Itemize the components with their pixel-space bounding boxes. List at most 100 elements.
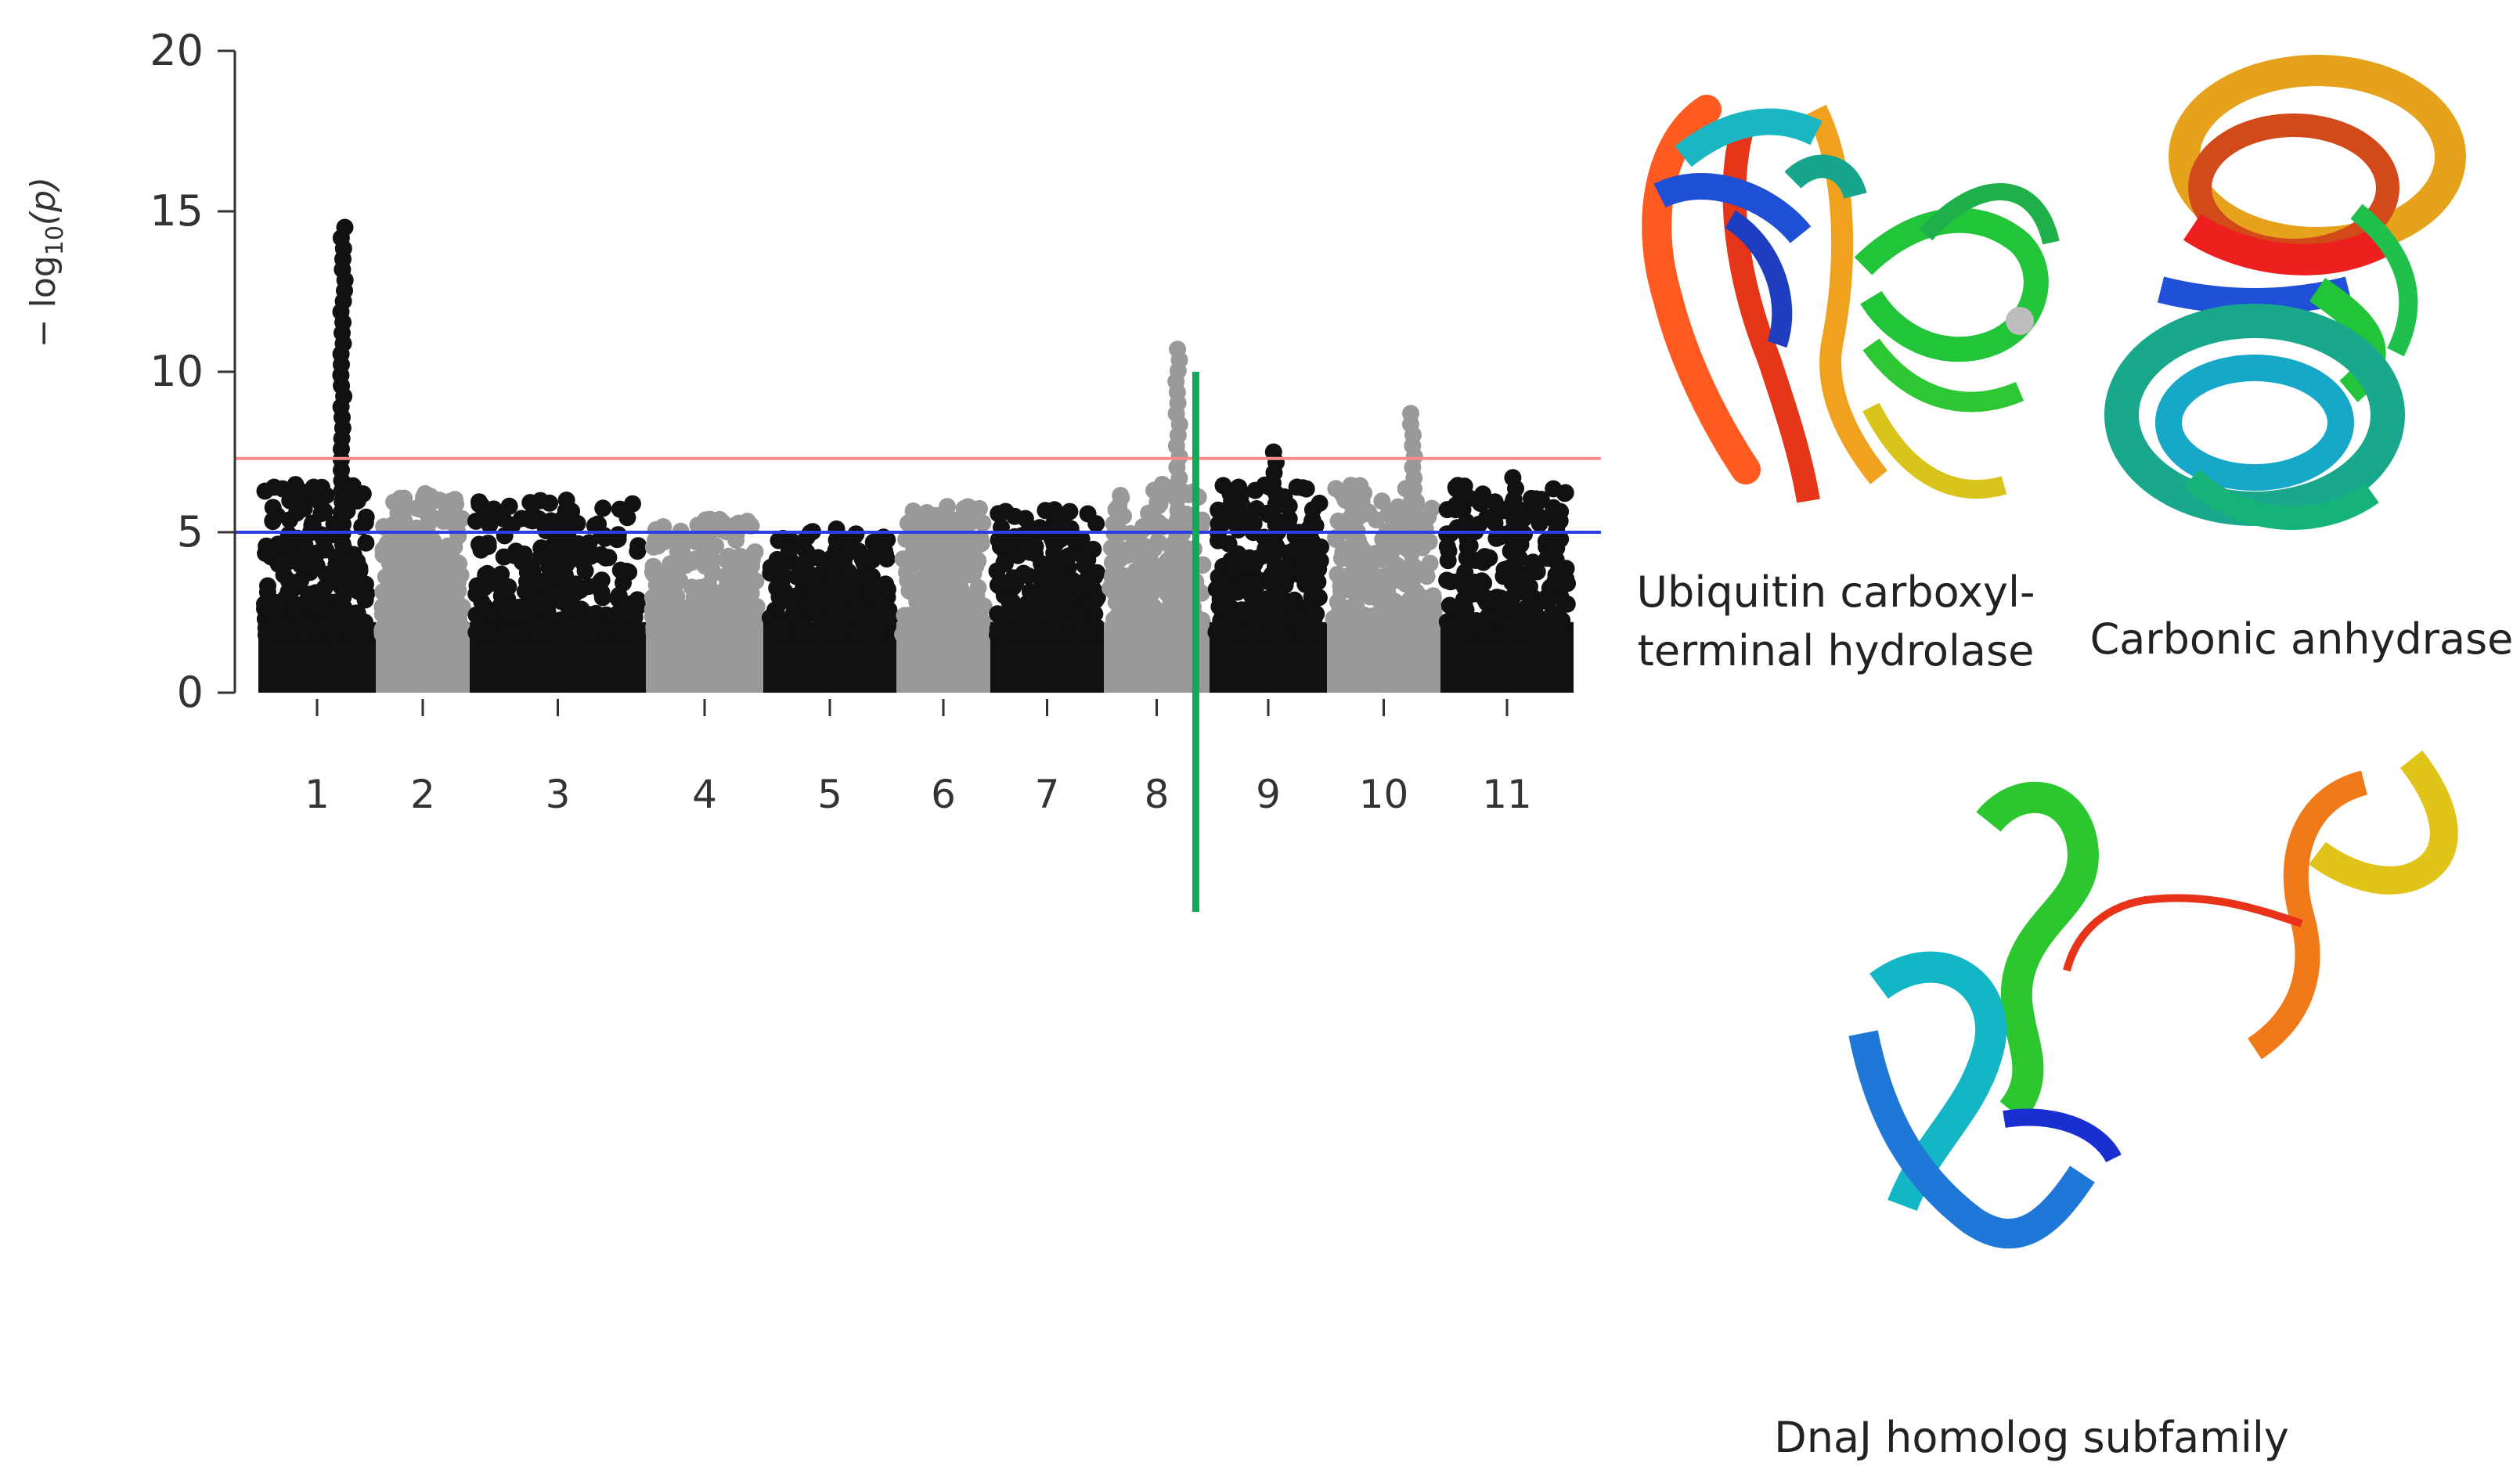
snp-point <box>1295 626 1313 644</box>
snp-point <box>591 574 609 591</box>
snp-point <box>1360 503 1378 521</box>
snp-point <box>1014 603 1032 621</box>
snp-point <box>1415 609 1433 627</box>
snp-point <box>467 512 485 530</box>
snp-point <box>1548 521 1566 539</box>
snp-point <box>1221 484 1239 502</box>
snp-point <box>1109 607 1127 625</box>
snp-point <box>1300 546 1318 564</box>
ubiquitin-hydrolase-caption-line2: terminal hydrolase <box>1638 626 2035 675</box>
snp-point <box>315 578 334 596</box>
snp-point <box>899 514 917 532</box>
snp-point <box>1327 480 1345 498</box>
snp-point-peak <box>1402 405 1419 423</box>
snp-point <box>1305 610 1323 628</box>
snp-point <box>1351 477 1369 495</box>
snp-point <box>1448 599 1466 617</box>
chromosome-label-10: 10 <box>1359 772 1409 817</box>
snp-point <box>283 596 300 614</box>
snp-point <box>1217 581 1235 599</box>
snp-point <box>1058 625 1076 643</box>
snp-point <box>995 553 1013 571</box>
snp-point <box>849 624 867 641</box>
snp-point <box>914 570 932 588</box>
snp-point <box>449 568 467 586</box>
snp-point <box>1438 571 1456 589</box>
y-tick-label-10: 10 <box>150 347 204 396</box>
snp-point <box>624 495 641 513</box>
snp-point <box>1153 475 1171 493</box>
snp-point <box>864 567 881 585</box>
snp-point <box>617 596 635 614</box>
snp-point <box>1004 576 1022 594</box>
snp-point <box>923 622 941 640</box>
snp-point <box>990 621 1008 639</box>
y-axis-label-prefix: − log <box>23 255 63 348</box>
chromosome-label-3: 3 <box>546 772 571 817</box>
snp-point <box>742 619 760 637</box>
snp-point <box>1559 575 1576 593</box>
snp-point <box>535 574 553 592</box>
snp-point <box>1372 550 1390 568</box>
snp-point <box>912 607 930 625</box>
snp-point <box>662 605 680 623</box>
snp-point <box>1214 557 1232 575</box>
snp-point <box>1340 603 1358 621</box>
snp-point <box>1134 520 1152 538</box>
snp-point <box>728 615 746 633</box>
snp-point <box>719 547 737 565</box>
snp-point <box>1334 543 1352 561</box>
snp-points <box>256 218 1576 693</box>
snp-point <box>1105 515 1123 533</box>
snp-point <box>1547 553 1565 571</box>
snp-point <box>922 520 940 538</box>
snp-point <box>615 624 633 642</box>
snp-point <box>1126 618 1143 636</box>
snp-point-peak <box>1169 340 1187 358</box>
snp-point <box>1248 500 1266 517</box>
snp-point <box>1421 554 1439 572</box>
snp-point <box>302 585 320 603</box>
snp-point-peak <box>939 498 956 516</box>
snp-point <box>908 624 925 642</box>
snp-point <box>1531 509 1549 527</box>
snp-point <box>1112 487 1130 504</box>
snp-point <box>1447 478 1465 496</box>
snp-point-peak <box>1504 469 1522 487</box>
y-tick-label-5: 5 <box>177 507 204 556</box>
snp-point <box>496 527 514 545</box>
snp-point <box>900 582 918 600</box>
snp-point <box>1280 497 1298 515</box>
snp-point <box>974 514 992 532</box>
snp-point <box>355 626 373 644</box>
snp-point <box>1088 585 1106 603</box>
snp-point <box>1439 552 1457 570</box>
snp-point <box>1215 621 1233 639</box>
snp-point <box>483 622 500 640</box>
snp-point <box>536 596 554 614</box>
carbonic-anhydrase-structure <box>2104 55 2466 530</box>
snp-point <box>1076 556 1094 575</box>
snp-point <box>287 476 305 494</box>
chromosome-10-points <box>1325 405 1443 693</box>
snp-point <box>481 602 499 620</box>
snp-point <box>499 578 517 596</box>
chromosome-label-2: 2 <box>410 772 435 817</box>
snp-point <box>1136 575 1154 593</box>
snp-point <box>314 530 332 548</box>
snp-point <box>670 625 688 643</box>
chromosome-3-points <box>467 492 647 693</box>
snp-point <box>1480 549 1498 567</box>
snp-point <box>720 569 738 586</box>
snp-point <box>357 534 375 552</box>
snp-point <box>289 614 307 632</box>
snp-point <box>1438 538 1456 556</box>
snp-point <box>388 558 405 576</box>
snp-point <box>615 574 632 592</box>
snp-point <box>773 572 791 590</box>
chromosome-9-points <box>1207 443 1329 693</box>
snp-point <box>743 551 761 569</box>
snp-point <box>878 600 896 618</box>
